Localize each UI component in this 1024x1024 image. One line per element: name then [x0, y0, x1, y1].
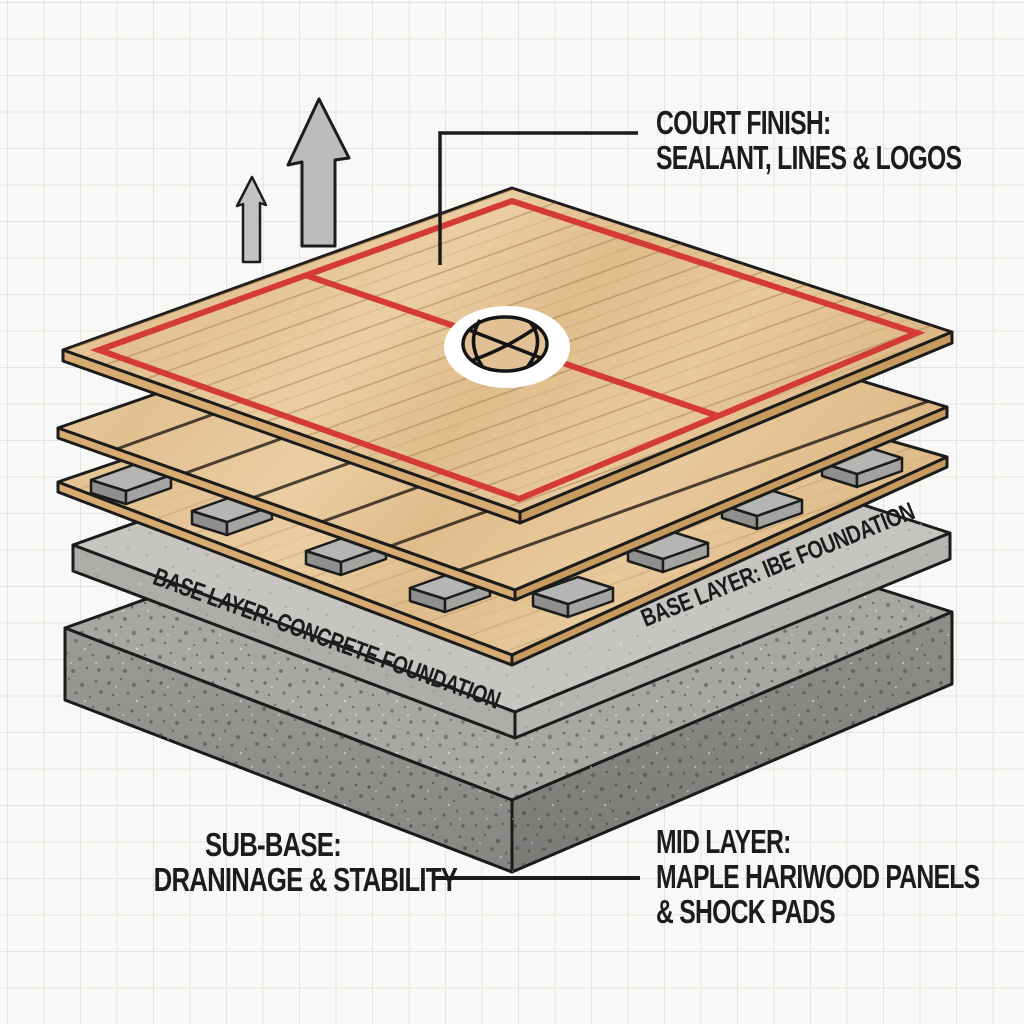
court-boundary-line: [90, 197, 926, 503]
basketball-icon: [461, 315, 549, 373]
court-layer: [61, 186, 954, 525]
shock-pad: [626, 530, 710, 574]
label-court-finish-line2: SEALANT, LINES & LOGOS: [656, 139, 962, 176]
label-sub-base-line1: SUB-BASE:: [205, 826, 342, 863]
pad-panel-right-edge: [510, 455, 949, 667]
label-mid-layer-line3: & SHOCK PADS: [656, 893, 836, 930]
leader-line-court-finish: [438, 131, 638, 265]
label-sub-base: SUB-BASE: DRANINAGE & STABILITY: [153, 826, 458, 898]
label-court-finish: COURT FINISH: SEALANT, LINES & LOGOS: [656, 104, 962, 176]
concrete-right-speckle: [515, 533, 950, 738]
concrete-left-speckle: [73, 545, 515, 738]
shock-pad: [820, 445, 904, 489]
subbase-right-shade: [512, 612, 952, 872]
label-mid-layer: MID LAYER: MAPLE HARIWOOD PANELS & SHOCK…: [656, 823, 980, 930]
basketball-seam: [471, 319, 484, 367]
court-right-edge: [518, 330, 954, 525]
shock-pad: [531, 575, 615, 619]
up-arrow-large-icon: [286, 97, 351, 248]
pad-top-face: [531, 575, 615, 606]
subfloor-right-edge: [513, 405, 949, 602]
label-mid-layer-line1: MID LAYER:: [656, 823, 791, 860]
label-mid-layer-line2: MAPLE HARIWOOD PANELS: [656, 858, 980, 895]
label-court-finish-line1: COURT FINISH:: [656, 104, 831, 141]
up-arrow-small-icon: [235, 175, 268, 264]
court-markings: [90, 197, 926, 503]
subbase-left-shade: [65, 628, 512, 872]
label-sub-base-line2: DRANINAGE & STABILITY: [153, 861, 458, 898]
basketball-seam: [526, 320, 540, 368]
